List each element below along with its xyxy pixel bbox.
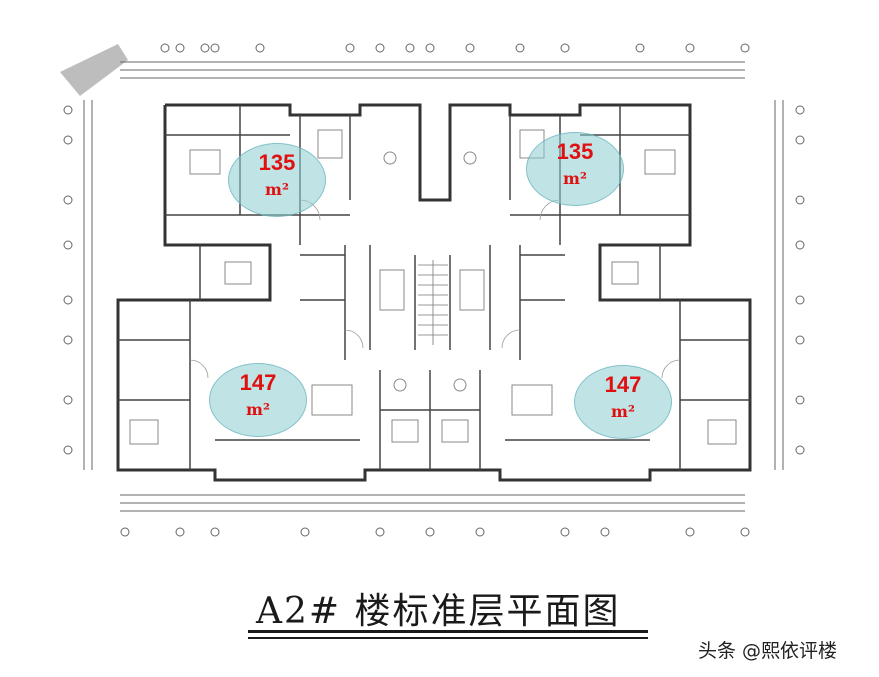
- area-unit: m²: [265, 180, 289, 199]
- area-value: 147: [239, 370, 277, 395]
- area-value: 147: [604, 372, 642, 397]
- area-unit: m²: [246, 400, 270, 419]
- area-unit: m²: [611, 402, 635, 421]
- area-value: 135: [258, 150, 296, 175]
- caption-underline-thick: [248, 630, 648, 633]
- source-watermark: 头条 @熙依评楼: [698, 640, 838, 662]
- north-arrow-icon: [60, 44, 128, 96]
- caption-underline-thin: [248, 637, 648, 639]
- area-unit: m²: [563, 169, 587, 188]
- plan-caption: A2# 楼标准层平面图: [248, 576, 648, 646]
- unit-area-badge-147-west: 147 m²: [209, 363, 307, 437]
- area-value: 135: [556, 139, 594, 164]
- unit-area-badge-135-west: 135 m²: [228, 143, 326, 217]
- unit-area-badge-135-east: 135 m²: [526, 132, 624, 206]
- unit-area-badge-147-east: 147 m²: [574, 365, 672, 439]
- plan-title: A2# 楼标准层平面图: [256, 591, 621, 632]
